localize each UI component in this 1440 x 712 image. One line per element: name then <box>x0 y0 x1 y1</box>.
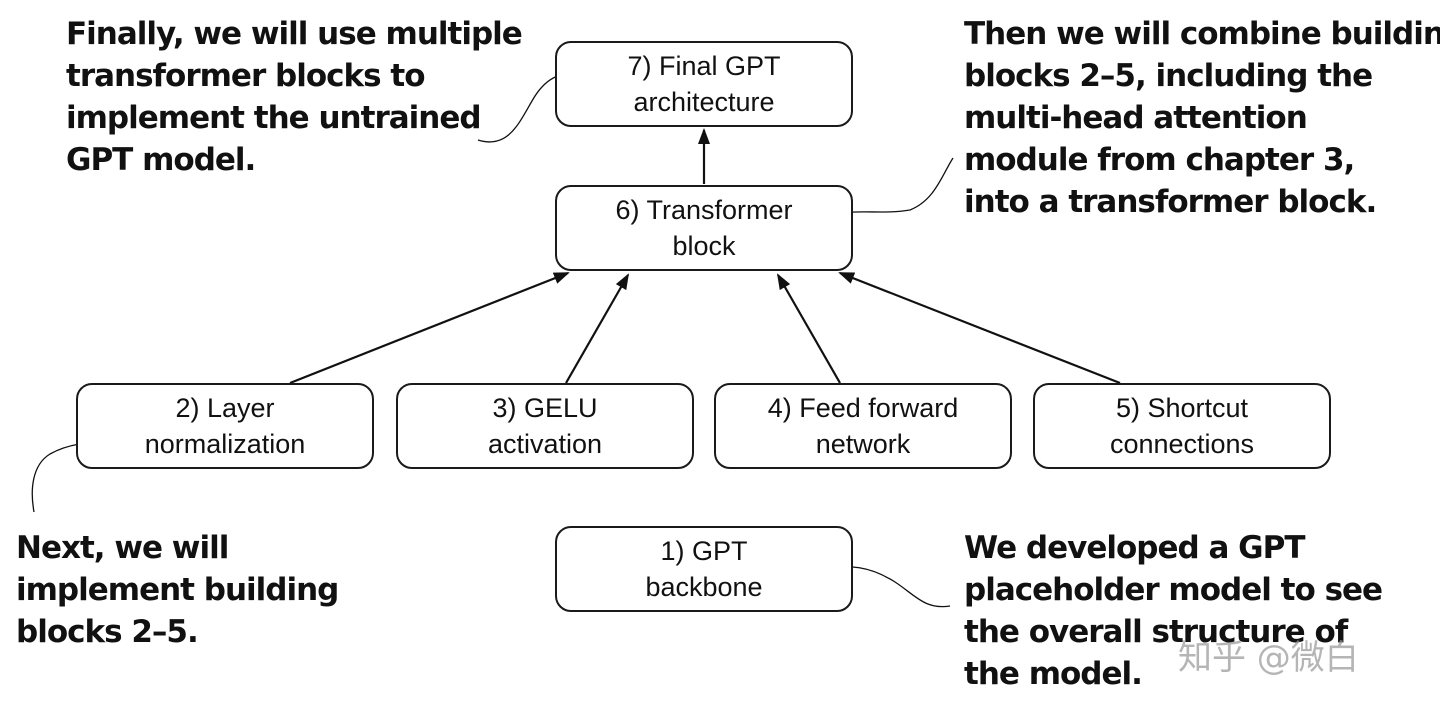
note-line: transformer blocks to <box>66 58 425 94</box>
note-line: implement the untrained <box>66 100 482 136</box>
note-line: into a transformer block. <box>964 184 1377 220</box>
box-gelu-activation: 3) GELU activation <box>396 383 694 469</box>
box-line: 1) GPT <box>660 536 748 566</box>
watermark: 知乎 @微白 <box>1178 638 1359 678</box>
note-line: We developed a GPT <box>964 530 1306 566</box>
note-next-blocks: Next, we will implement building blocks … <box>16 527 339 653</box>
note-line: the overall structure of <box>964 614 1348 650</box>
note-line: the model. <box>964 656 1143 692</box>
note-line: module from chapter 3, <box>964 142 1355 178</box>
arrow-5-to-6 <box>838 271 1121 385</box>
note-final-architecture: Finally, we will use multiple transforme… <box>66 13 523 181</box>
note-line: implement building <box>16 572 339 608</box>
box-line: 4) Feed forward <box>767 393 959 423</box>
box-transformer-block: 6) Transformer block <box>555 185 853 271</box>
box-line: normalization <box>144 429 306 459</box>
note-line: blocks 2–5, including the <box>964 58 1373 94</box>
box-line: block <box>672 231 736 261</box>
arrow-3-to-6 <box>565 273 629 384</box>
box-feed-forward-network: 4) Feed forward network <box>714 383 1012 469</box>
note-line: placeholder model to see <box>964 572 1383 608</box>
box-line: 5) Shortcut <box>1115 393 1249 423</box>
box-gpt-backbone: 1) GPT backbone <box>555 526 853 612</box>
box-line: 3) GELU <box>492 393 598 423</box>
box-line: backbone <box>645 572 763 602</box>
box-final-gpt-architecture: 7) Final GPT architecture <box>555 41 853 127</box>
box-shortcut-connections: 5) Shortcut connections <box>1033 383 1331 469</box>
note-line: multi-head attention <box>964 100 1308 136</box>
arrow-4-to-6 <box>777 273 841 384</box>
arrow-2-to-6 <box>289 271 570 385</box>
box-line: connections <box>1109 429 1255 459</box>
note-line: GPT model. <box>66 142 256 178</box>
note-line: Next, we will <box>16 530 229 566</box>
box-line: network <box>815 429 911 459</box>
note-line: blocks 2–5. <box>16 614 199 650</box>
note-line: Then we will combine building <box>964 16 1440 52</box>
box-line: 6) Transformer <box>615 195 793 225</box>
box-line: 2) Layer <box>175 393 275 423</box>
box-line: architecture <box>633 87 775 117</box>
note-placeholder-model: We developed a GPT placeholder model to … <box>964 527 1383 695</box>
box-layer-normalization: 2) Layer normalization <box>76 383 374 469</box>
note-line: Finally, we will use multiple <box>66 16 523 52</box>
note-combine-blocks: Then we will combine building blocks 2–5… <box>964 13 1440 223</box>
box-line: 7) Final GPT <box>627 51 781 81</box>
box-line: activation <box>487 429 603 459</box>
